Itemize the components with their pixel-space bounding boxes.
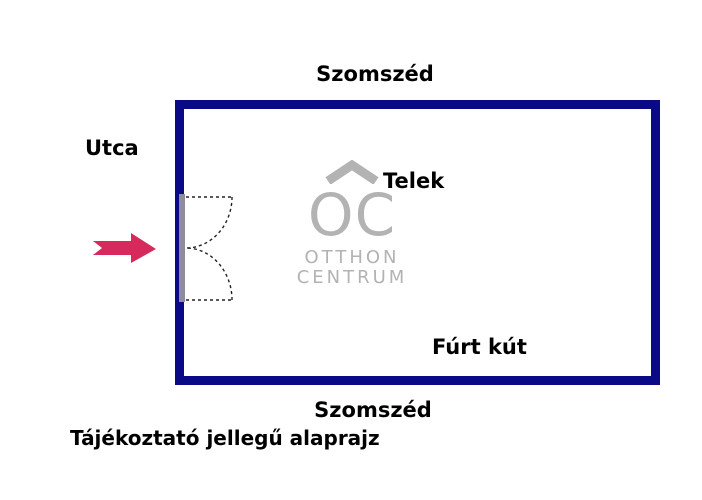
- disclaimer-label: Tájékoztató jellegű alaprajz: [70, 426, 380, 450]
- watermark-line1: OTTHON: [304, 246, 400, 268]
- watermark-line2: CENTRUM: [296, 267, 408, 289]
- entrance-arrow-icon: [93, 233, 156, 263]
- watermark-logo-text: OC: [307, 181, 397, 249]
- street-label: Utca: [85, 136, 139, 160]
- plot-label: Telek: [383, 169, 445, 193]
- roof-caret-icon: [325, 160, 379, 184]
- plot-boundary: [175, 100, 660, 385]
- neighbor-label-bottom: Szomszéd: [314, 398, 432, 422]
- well-label: Fúrt kút: [432, 335, 527, 359]
- otthon-centrum-watermark: OC OTTHON CENTRUM: [295, 160, 409, 289]
- neighbor-label-top: Szomszéd: [316, 62, 434, 86]
